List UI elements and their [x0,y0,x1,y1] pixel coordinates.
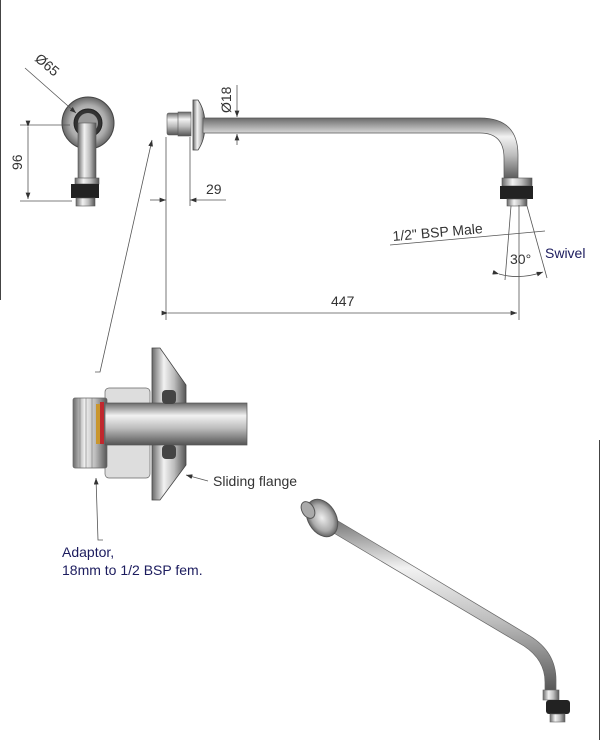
top-view [20,67,115,207]
swivel-angle-label: 30° [510,251,531,267]
flange-diameter-label: Ø65 [32,50,63,79]
swivel-label: Swivel [545,245,585,261]
side-view [95,85,548,373]
thread-label: 1/2" BSP Male [392,220,484,244]
sliding-flange-callout: Sliding flange [213,473,297,489]
height-label: 96 [9,154,25,170]
shower-arm-render [300,498,570,723]
adaptor-length-label: 29 [206,181,222,197]
section-detail [72,347,248,541]
arm-length-label: 447 [331,293,355,309]
adaptor-callout-line2: 18mm to 1/2 BSP fem. [62,562,203,578]
adaptor-callout-line1: Adaptor, [62,544,114,560]
pipe-diameter-label: Ø18 [218,86,234,113]
